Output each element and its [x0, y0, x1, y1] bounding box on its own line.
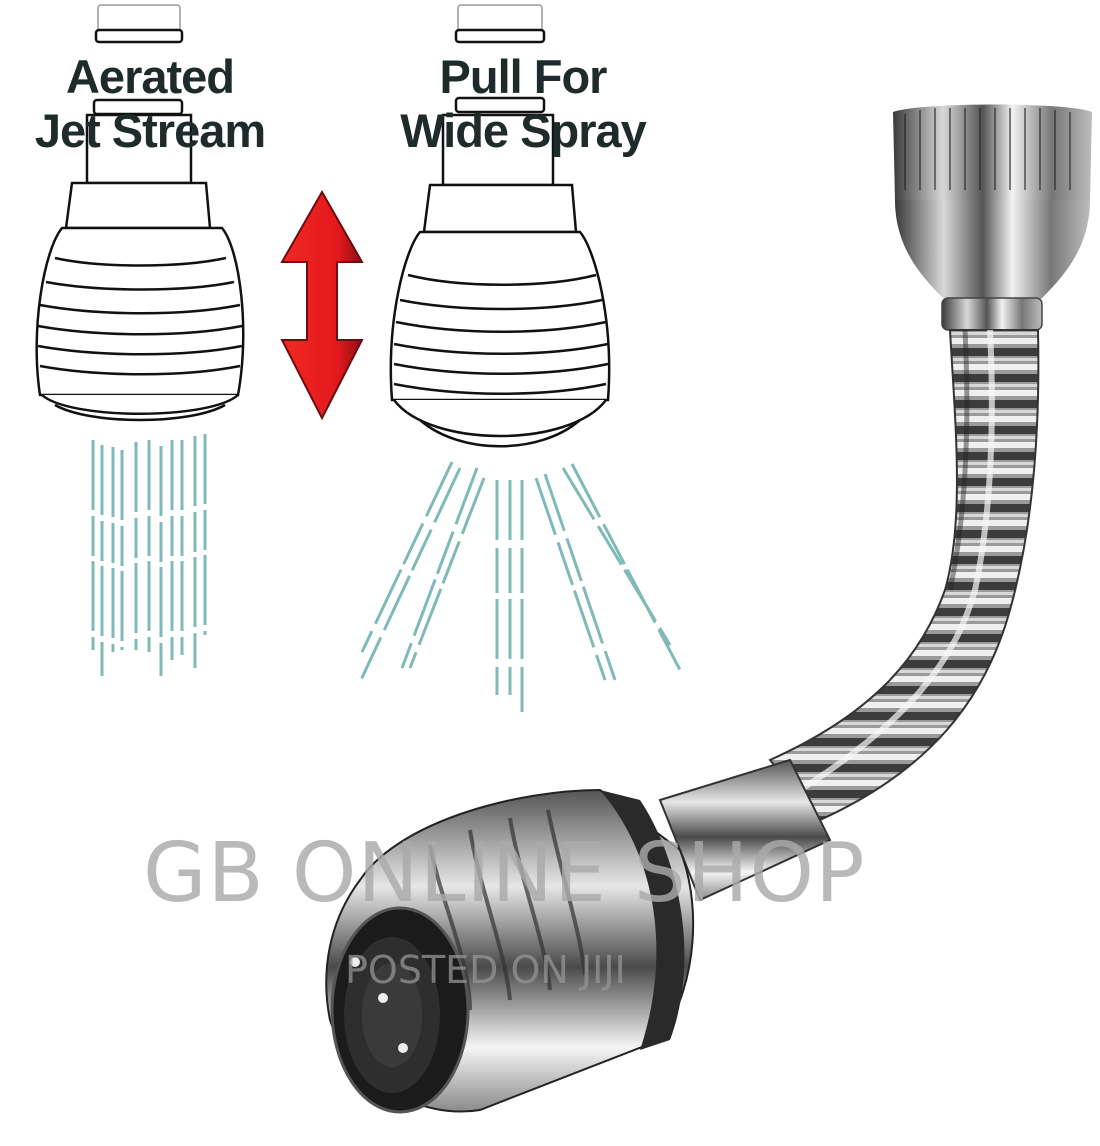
label-aerated-jet-stream: Aerated Jet Stream — [0, 50, 300, 158]
double-arrow-icon — [280, 189, 364, 421]
label-right-line2: Wide Spray — [400, 104, 647, 157]
label-left-line2: Jet Stream — [34, 104, 266, 157]
label-pull-for-wide-spray: Pull For Wide Spray — [368, 50, 678, 158]
nozzle-right-drawing — [389, 4, 611, 448]
jet-stream-lines — [91, 434, 207, 676]
watermark-posted-on: POSTED ON JIJI — [345, 948, 626, 992]
flexible-hose — [768, 329, 1040, 822]
label-right-line1: Pull For — [439, 50, 608, 103]
watermark-shop-name: GB ONLINE SHOP — [143, 826, 866, 921]
nozzle-left-drawing — [35, 4, 245, 422]
wide-spray-lines — [358, 461, 682, 718]
faucet-coupling — [893, 104, 1092, 331]
aerator-head — [325, 788, 695, 1114]
label-left-line1: Aerated — [65, 50, 235, 103]
